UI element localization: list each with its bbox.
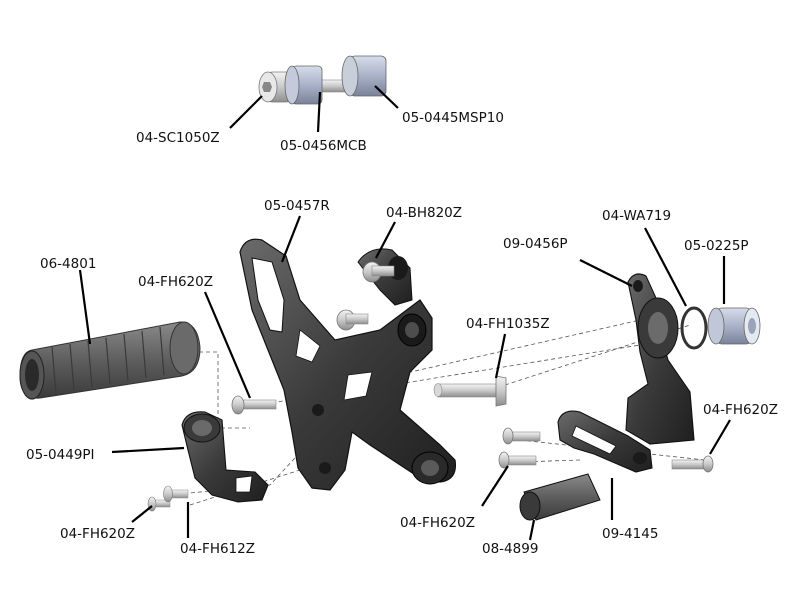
button-head-bolt-part bbox=[336, 261, 395, 331]
bushing-spacer-part bbox=[284, 65, 323, 105]
label-fh620z-bottom-mid: 04-FH620Z bbox=[400, 515, 475, 531]
label-wa719: 04-WA719 bbox=[602, 208, 671, 224]
label-0456mcb: 05-0456MCB bbox=[280, 138, 367, 154]
lower-arm-part bbox=[557, 410, 653, 473]
label-fh620z-top: 04-FH620Z bbox=[138, 274, 213, 290]
part-labels: 04-SC1050Z 05-0456MCB 05-0445MSP10 05-04… bbox=[26, 110, 778, 557]
label-4145: 09-4145 bbox=[602, 526, 658, 542]
small-flat-bolts-part bbox=[147, 485, 189, 512]
spacer-part bbox=[707, 307, 761, 345]
label-fh1035z: 04-FH1035Z bbox=[466, 316, 550, 332]
shift-rod-part bbox=[519, 473, 601, 521]
label-fh620z-right: 04-FH620Z bbox=[703, 402, 778, 418]
shift-arm-part bbox=[625, 273, 695, 445]
footpeg-grip-part bbox=[19, 321, 201, 400]
leader-lines bbox=[78, 85, 731, 541]
top-bolt-assembly bbox=[258, 55, 387, 105]
pivot-bolt-part bbox=[433, 375, 507, 407]
shoulder-spacer-part bbox=[341, 55, 387, 97]
peg-mount-bolt-part bbox=[231, 395, 277, 415]
label-4899: 08-4899 bbox=[482, 541, 538, 557]
lower-arm-bolts-part bbox=[498, 427, 714, 473]
label-0457r: 05-0457R bbox=[264, 198, 330, 214]
label-sc1050z: 04-SC1050Z bbox=[136, 130, 220, 146]
label-4801: 06-4801 bbox=[40, 256, 96, 272]
label-fh620z-bottom-left: 04-FH620Z bbox=[60, 526, 135, 542]
label-fh612z: 04-FH612Z bbox=[180, 541, 255, 557]
main-rearset-plate-part bbox=[239, 238, 457, 491]
peg-mount-part bbox=[181, 411, 269, 503]
label-0445msp10: 05-0445MSP10 bbox=[402, 110, 504, 126]
label-0456p: 09-0456P bbox=[503, 236, 568, 252]
label-bh820z: 04-BH820Z bbox=[386, 205, 462, 221]
washer-part bbox=[680, 306, 708, 350]
label-0225p: 05-0225P bbox=[684, 238, 749, 254]
label-0449pi: 05-0449PI bbox=[26, 447, 95, 463]
